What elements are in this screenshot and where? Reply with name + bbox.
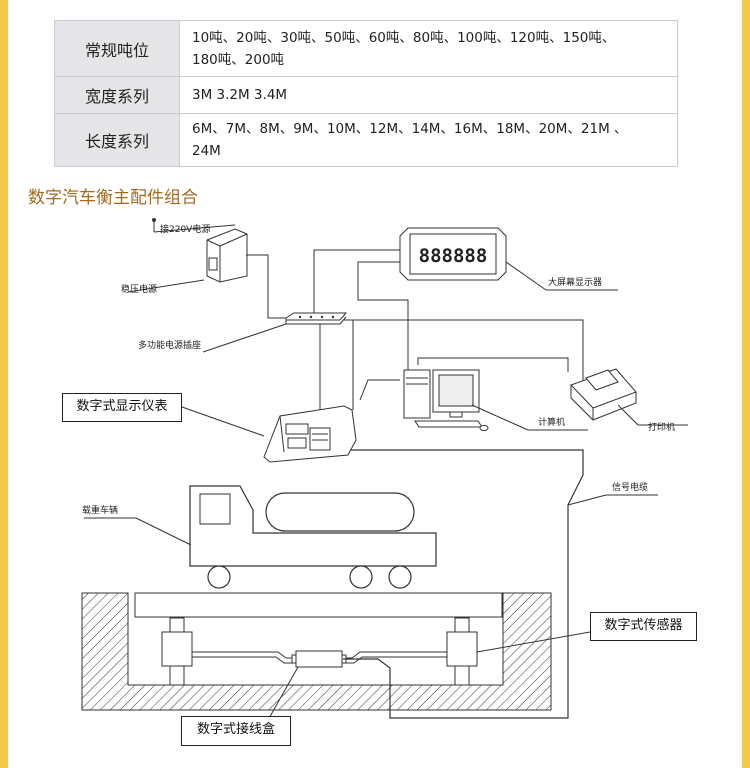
table-row: 宽度系列 3M 3.2M 3.4M bbox=[54, 76, 678, 114]
sensor-label: 数字式传感器 bbox=[590, 612, 697, 641]
row-value: 10吨、20吨、30吨、50吨、60吨、80吨、100吨、120吨、150吨、 … bbox=[179, 20, 678, 77]
table-row: 常规吨位 10吨、20吨、30吨、50吨、60吨、80吨、100吨、120吨、1… bbox=[54, 20, 678, 77]
page: 常规吨位 10吨、20吨、30吨、50吨、60吨、80吨、100吨、120吨、1… bbox=[8, 0, 742, 768]
load-cell-left bbox=[161, 617, 193, 686]
row-value-line: 180吨、200吨 bbox=[192, 51, 285, 68]
row-value-line: 3M 3.2M 3.4M bbox=[192, 87, 288, 103]
computer-label: 计算机 bbox=[538, 416, 565, 428]
signal-cable-label: 信号电缆 bbox=[612, 481, 648, 493]
big-display-label: 大屏幕显示器 bbox=[548, 276, 602, 288]
truck bbox=[189, 485, 437, 589]
junction-box-label: 数字式接线盒 bbox=[181, 716, 291, 746]
weighing-platform bbox=[134, 592, 503, 618]
row-value: 3M 3.2M 3.4M bbox=[179, 76, 678, 114]
regulator-label: 稳压电源 bbox=[121, 283, 157, 295]
row-value-line: 6M、7M、8M、9M、10M、12M、14M、16M、18M、20M、21M … bbox=[192, 121, 628, 137]
row-value-line: 10吨、20吨、30吨、50吨、60吨、80吨、100吨、120吨、150吨、 bbox=[192, 29, 616, 46]
table-row: 长度系列 6M、7M、8M、9M、10M、12M、14M、16M、18M、20M… bbox=[54, 113, 678, 167]
row-label: 长度系列 bbox=[54, 113, 180, 167]
power-plug bbox=[152, 218, 236, 233]
row-label: 常规吨位 bbox=[54, 20, 180, 77]
digital-indicator bbox=[263, 405, 357, 463]
junction-box bbox=[295, 650, 343, 668]
computer bbox=[403, 369, 489, 431]
voltage-regulator bbox=[206, 228, 248, 283]
power-strip-label: 多功能电源插座 bbox=[138, 339, 201, 351]
row-label: 宽度系列 bbox=[54, 76, 180, 114]
signal-cable bbox=[343, 430, 584, 719]
truck-label: 载重车辆 bbox=[82, 504, 118, 516]
power-strip bbox=[285, 312, 348, 325]
big-screen-display: 888888 bbox=[399, 227, 507, 281]
power-input-label: 接220V电源 bbox=[160, 223, 210, 235]
indicator-label: 数字式显示仪表 bbox=[62, 393, 182, 422]
printer-label: 打印机 bbox=[648, 421, 675, 433]
row-value-line: 24M bbox=[192, 143, 221, 159]
display-digits: 888888 bbox=[419, 245, 488, 267]
section-title: 数字汽车衡主配件组合 bbox=[28, 188, 198, 208]
row-value: 6M、7M、8M、9M、10M、12M、14M、16M、18M、20M、21M … bbox=[179, 113, 678, 167]
spec-table: 常规吨位 10吨、20吨、30吨、50吨、60吨、80吨、100吨、120吨、1… bbox=[54, 20, 678, 167]
scale-diagram: 888888 bbox=[81, 218, 688, 721]
load-cell-right bbox=[446, 617, 478, 686]
printer bbox=[570, 368, 637, 421]
